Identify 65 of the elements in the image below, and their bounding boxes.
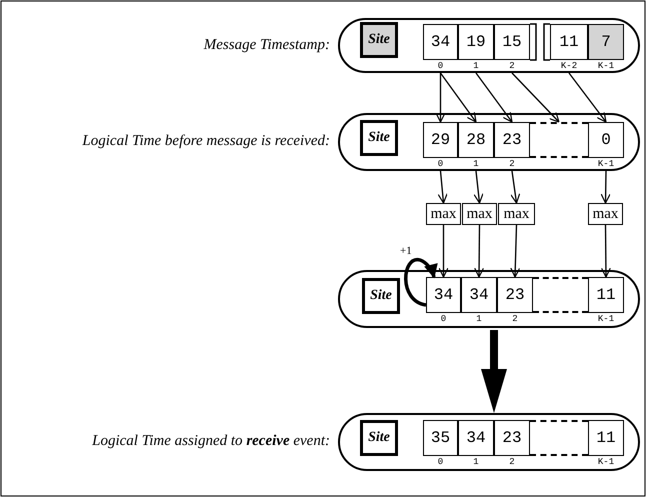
index-label: K-2 [560,61,578,71]
dashed-gap [530,122,588,158]
max-operator: max [498,203,535,225]
arrow [438,170,448,204]
arrow [481,330,507,413]
row-heading: Logical Time assigned to receive event: [92,433,330,450]
arrow [475,72,513,123]
arrow [510,224,520,278]
site-box: Site [360,120,398,156]
index-label: 2 [508,457,516,467]
index-label: K-1 [596,61,616,71]
value-cell: 28 [458,122,494,158]
value-cell: 23 [494,420,530,456]
index-label: 0 [436,61,444,71]
arrow [512,72,560,123]
max-operator: max [462,203,497,225]
dashed-gap [530,420,588,456]
value-cell: 11 [588,277,624,313]
row-heading: Message Timestamp: [204,36,330,54]
arrow [600,170,611,204]
site-box: Site [360,420,398,456]
index-label: K-1 [596,159,616,169]
arrow [438,225,449,278]
site-box: Site [360,22,398,58]
capsule-outline [338,270,640,328]
index-label: 2 [508,61,516,71]
value-cell: 34 [426,277,461,313]
value-cell: 35 [423,420,458,456]
arrow [600,225,611,278]
arrow [473,170,484,204]
arrow [435,73,446,123]
arrow [474,225,484,278]
edge-label: +1 [399,245,413,257]
max-operator: max [588,203,623,225]
value-cell: 29 [423,122,458,158]
index-label: 0 [436,159,444,169]
value-cell: 7 [588,24,624,60]
row-heading: Logical Time before message is received: [82,133,330,150]
site-box: Site [362,278,400,314]
index-label: 1 [472,61,480,71]
value-cell: 19 [458,24,494,60]
value-cell: 34 [458,420,494,456]
index-label: 2 [508,159,516,169]
value-cell: 11 [588,420,624,456]
value-cell: 23 [494,122,530,158]
arrow [404,258,438,307]
max-operator: max [426,203,461,225]
arrow [510,170,520,204]
index-label: 0 [440,314,448,324]
arrow [568,72,607,123]
value-cell: 15 [494,24,530,60]
index-label: 2 [511,314,519,324]
dashed-gap [533,277,588,313]
value-cell: 11 [550,24,588,60]
value-cell: 34 [461,277,497,313]
index-label: K-1 [596,457,616,467]
index-label: 1 [475,314,483,324]
value-cell: 23 [497,277,533,313]
value-cell: 34 [423,24,458,60]
index-label: 1 [472,457,480,467]
value-cell: 0 [588,122,624,158]
index-label: 1 [472,159,480,169]
index-label: K-1 [596,314,616,324]
index-label: 0 [436,457,444,467]
arrow [440,72,477,123]
